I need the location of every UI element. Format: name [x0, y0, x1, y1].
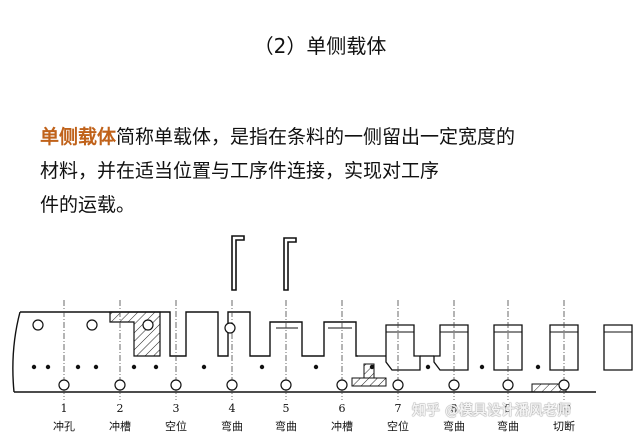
station-centerlines — [63, 300, 565, 400]
dot-10 — [369, 364, 375, 370]
station-label-4: 弯曲 — [221, 419, 243, 433]
definition-line-1: 简称单载体，是指在条料的一侧留出一定宽度的 — [116, 126, 516, 148]
pilot-hole-1 — [58, 379, 70, 391]
dot-12 — [479, 364, 485, 370]
pilot-hole-10 — [558, 379, 570, 391]
dot-1 — [31, 364, 37, 370]
dot-7 — [201, 364, 207, 370]
pilot-hole-5 — [280, 379, 292, 391]
station-label-5: 弯曲 — [275, 419, 297, 433]
station-number-6: 6 — [339, 402, 346, 415]
pilot-hole-6 — [336, 379, 348, 391]
pilot-hole-3 — [170, 379, 182, 391]
dot-4 — [93, 364, 99, 370]
dot-2 — [45, 364, 51, 370]
pilot-hole-4 — [226, 379, 238, 391]
pilot-holes — [58, 379, 570, 391]
pierced-holes — [32, 319, 236, 334]
station-label-1: 冲孔 — [53, 419, 75, 433]
station-label-9: 弯曲 — [497, 419, 519, 433]
station-label-3: 空位 — [165, 419, 187, 433]
pilot-hole-2 — [114, 379, 126, 391]
dot-9 — [313, 364, 319, 370]
dot-3 — [75, 364, 81, 370]
station-labels: 1 冲孔 2 冲槽 3 空位 4 弯曲 5 弯曲 6 冲槽 7 空位 8 弯曲 9 弯曲 10 切断 — [53, 402, 575, 433]
dot-13 — [535, 364, 541, 370]
station-number-3: 3 — [173, 402, 180, 415]
dot-8 — [259, 364, 265, 370]
definition-line-3: 件的运载。 — [40, 194, 136, 216]
definition-term: 单侧载体 — [40, 126, 117, 148]
station-number-2: 2 — [117, 402, 124, 415]
carrier-hatch — [351, 363, 567, 393]
pilot-hole-8 — [448, 379, 460, 391]
dot-5 — [131, 364, 137, 370]
station-number-4: 4 — [229, 402, 236, 415]
page-title: （2）单侧载体 — [253, 34, 387, 58]
station-number-9: 9 — [505, 402, 512, 415]
strip-outline — [12, 311, 596, 393]
pilot-hole-9 — [502, 379, 514, 391]
dot-row — [31, 364, 541, 370]
pilot-hole-7 — [392, 379, 404, 391]
notch-hatch-2 — [109, 311, 161, 357]
definition-line-2: 材料，并在适当位置与工序件连接，实现对工序 — [40, 160, 440, 182]
station-label-6: 冲槽 — [331, 419, 353, 433]
station-label-8: 弯曲 — [443, 419, 465, 433]
definition-paragraph: 单侧载体简称单载体，是指在条料的一侧留出一定宽度的 材料，并在适当位置与工序件连… — [40, 120, 610, 222]
station-label-7: 空位 — [387, 419, 409, 433]
station-label-2: 冲槽 — [109, 419, 131, 433]
watermark: 知乎 @模具设计潘风老师 — [412, 403, 571, 419]
dot-11 — [425, 364, 431, 370]
station-number-5: 5 — [283, 402, 290, 415]
station-number-8: 8 — [451, 402, 458, 415]
station-number-1: 1 — [61, 402, 68, 415]
bent-profile-4 — [231, 235, 245, 291]
station-number-10: 10 — [557, 402, 571, 415]
station-label-10: 切断 — [553, 419, 575, 433]
station-number-7: 7 — [395, 402, 402, 415]
tab-detail-lines — [276, 327, 632, 333]
dot-6 — [153, 364, 159, 370]
bent-profile-5 — [283, 237, 297, 291]
